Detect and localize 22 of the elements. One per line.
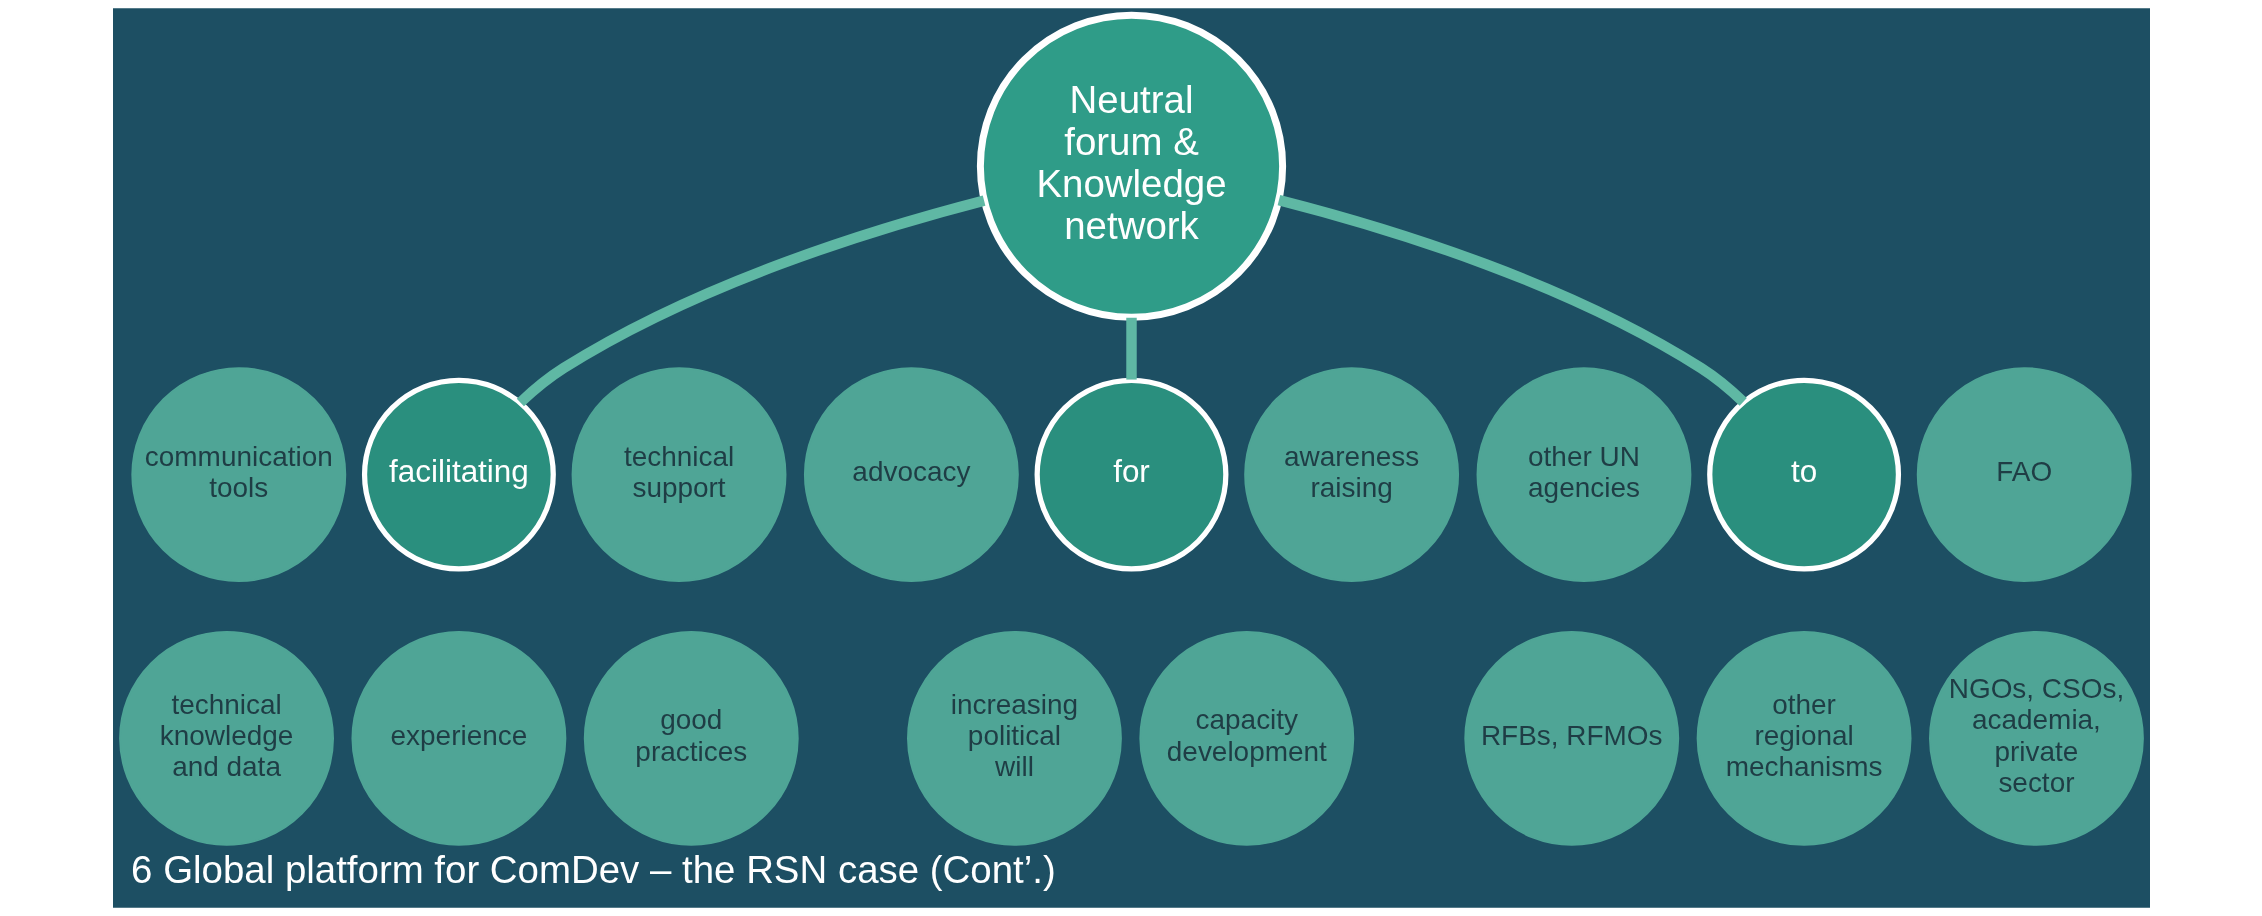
connector — [1125, 317, 1137, 380]
node-circle: RFBs, RFMOs — [1463, 630, 1679, 846]
node-circle: for — [1034, 377, 1228, 572]
node-circle: to — [1706, 377, 1901, 572]
connector — [516, 195, 985, 407]
node-circle: experience — [350, 630, 566, 846]
node-circle: technical knowledge and data — [118, 630, 334, 846]
node-circle: other regional mechanisms — [1696, 630, 1912, 846]
node-circle: advocacy — [803, 367, 1019, 583]
node-circle: awareness raising — [1243, 367, 1459, 583]
node-circle: communication tools — [130, 367, 346, 583]
node-circle: other UN agencies — [1476, 367, 1691, 583]
node-circle: Neutral forum & Knowledge network — [976, 11, 1286, 321]
node-circle: increasing political will — [906, 630, 1122, 846]
node-circle: facilitating — [361, 377, 556, 572]
node-circle: capacity development — [1138, 630, 1354, 846]
node-circle: FAO — [1916, 367, 2132, 583]
node-circle: good practices — [583, 630, 799, 846]
caption: 6 Global platform for ComDev – the RSN case (Cont’.) — [130, 847, 1056, 891]
node-circle: NGOs, CSOs, academia, private sector — [1928, 630, 2144, 846]
node-circle: technical support — [571, 367, 786, 583]
connector — [1277, 195, 1747, 406]
